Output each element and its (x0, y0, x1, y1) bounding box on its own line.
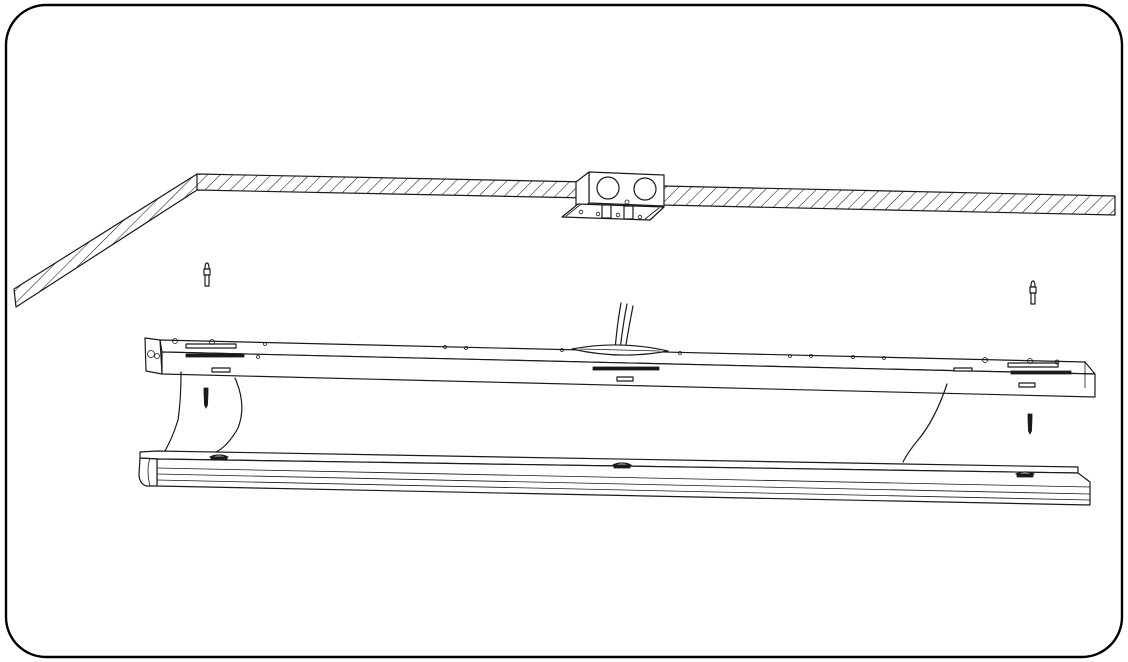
ceiling-anchor (203, 262, 211, 287)
mounting-bracket (144, 337, 1096, 398)
light-fixture-body (138, 450, 1091, 506)
mounting-screw (1027, 413, 1033, 435)
ceiling-anchor (1029, 280, 1037, 305)
safety-cable (161, 371, 182, 457)
junction-box-knockout (633, 177, 657, 201)
safety-cable (215, 377, 243, 453)
diagram-frame (4, 3, 1124, 659)
safety-cable (902, 383, 948, 463)
junction-box-knockout (596, 176, 620, 200)
junction-box (561, 171, 665, 221)
mounting-screw (203, 387, 209, 409)
